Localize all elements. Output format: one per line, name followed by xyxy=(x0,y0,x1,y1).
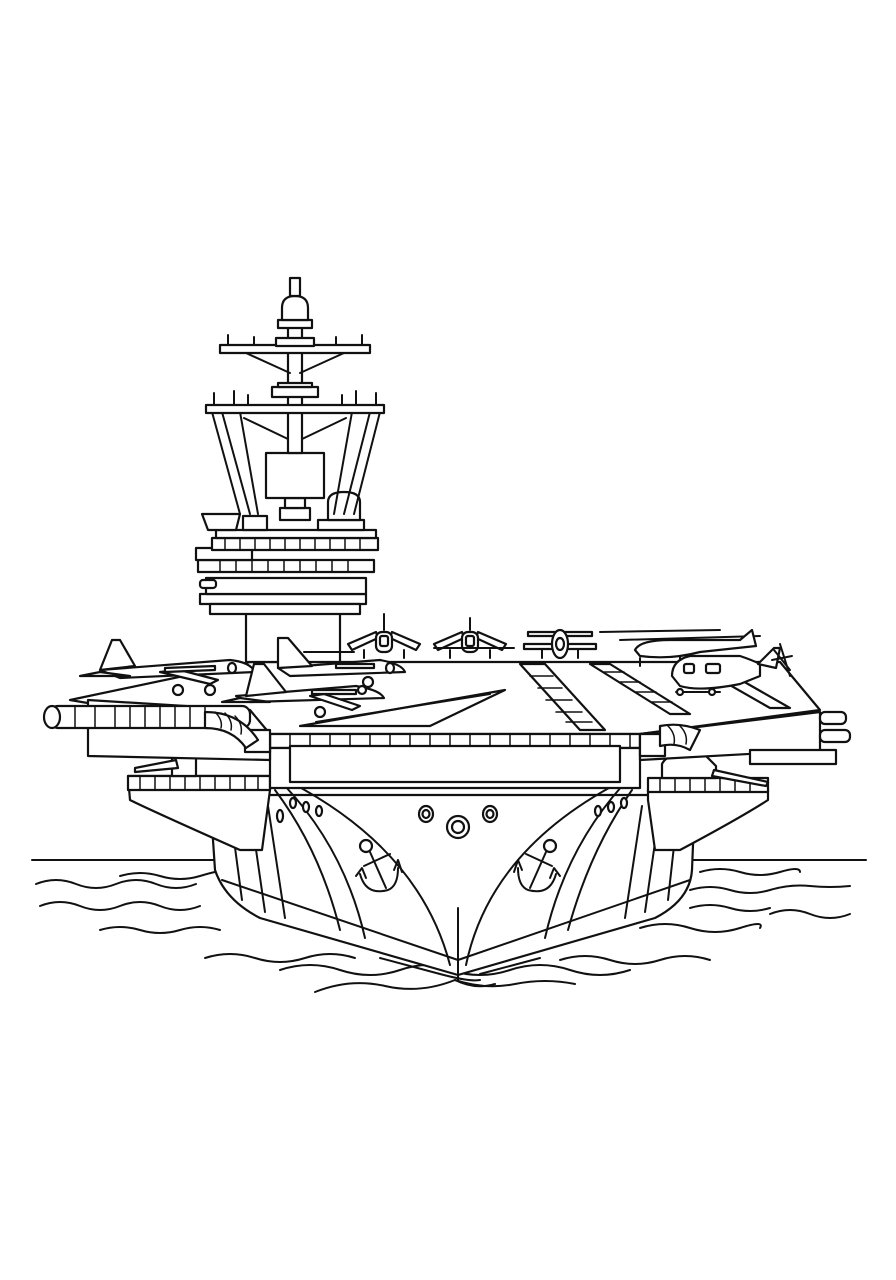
portholes xyxy=(275,796,629,840)
jet-aircraft-4 xyxy=(303,613,422,659)
jet-aircraft-5 xyxy=(432,617,515,659)
left-catapult xyxy=(42,704,260,750)
left-sponson xyxy=(126,742,272,852)
jet-aircraft-3 xyxy=(220,662,386,719)
jet-aircraft-1 xyxy=(78,638,257,697)
jet-aircraft-2 xyxy=(276,636,407,689)
right-catapult xyxy=(658,710,852,752)
anchor-icon-right xyxy=(513,838,561,893)
helicopter-2 xyxy=(670,643,793,697)
right-sponson xyxy=(646,754,770,852)
propeller-aircraft xyxy=(522,628,598,660)
anchor-icon-left xyxy=(355,838,403,893)
island-superstructure xyxy=(194,276,386,664)
hull xyxy=(208,781,697,981)
helicopter-1 xyxy=(599,628,761,667)
